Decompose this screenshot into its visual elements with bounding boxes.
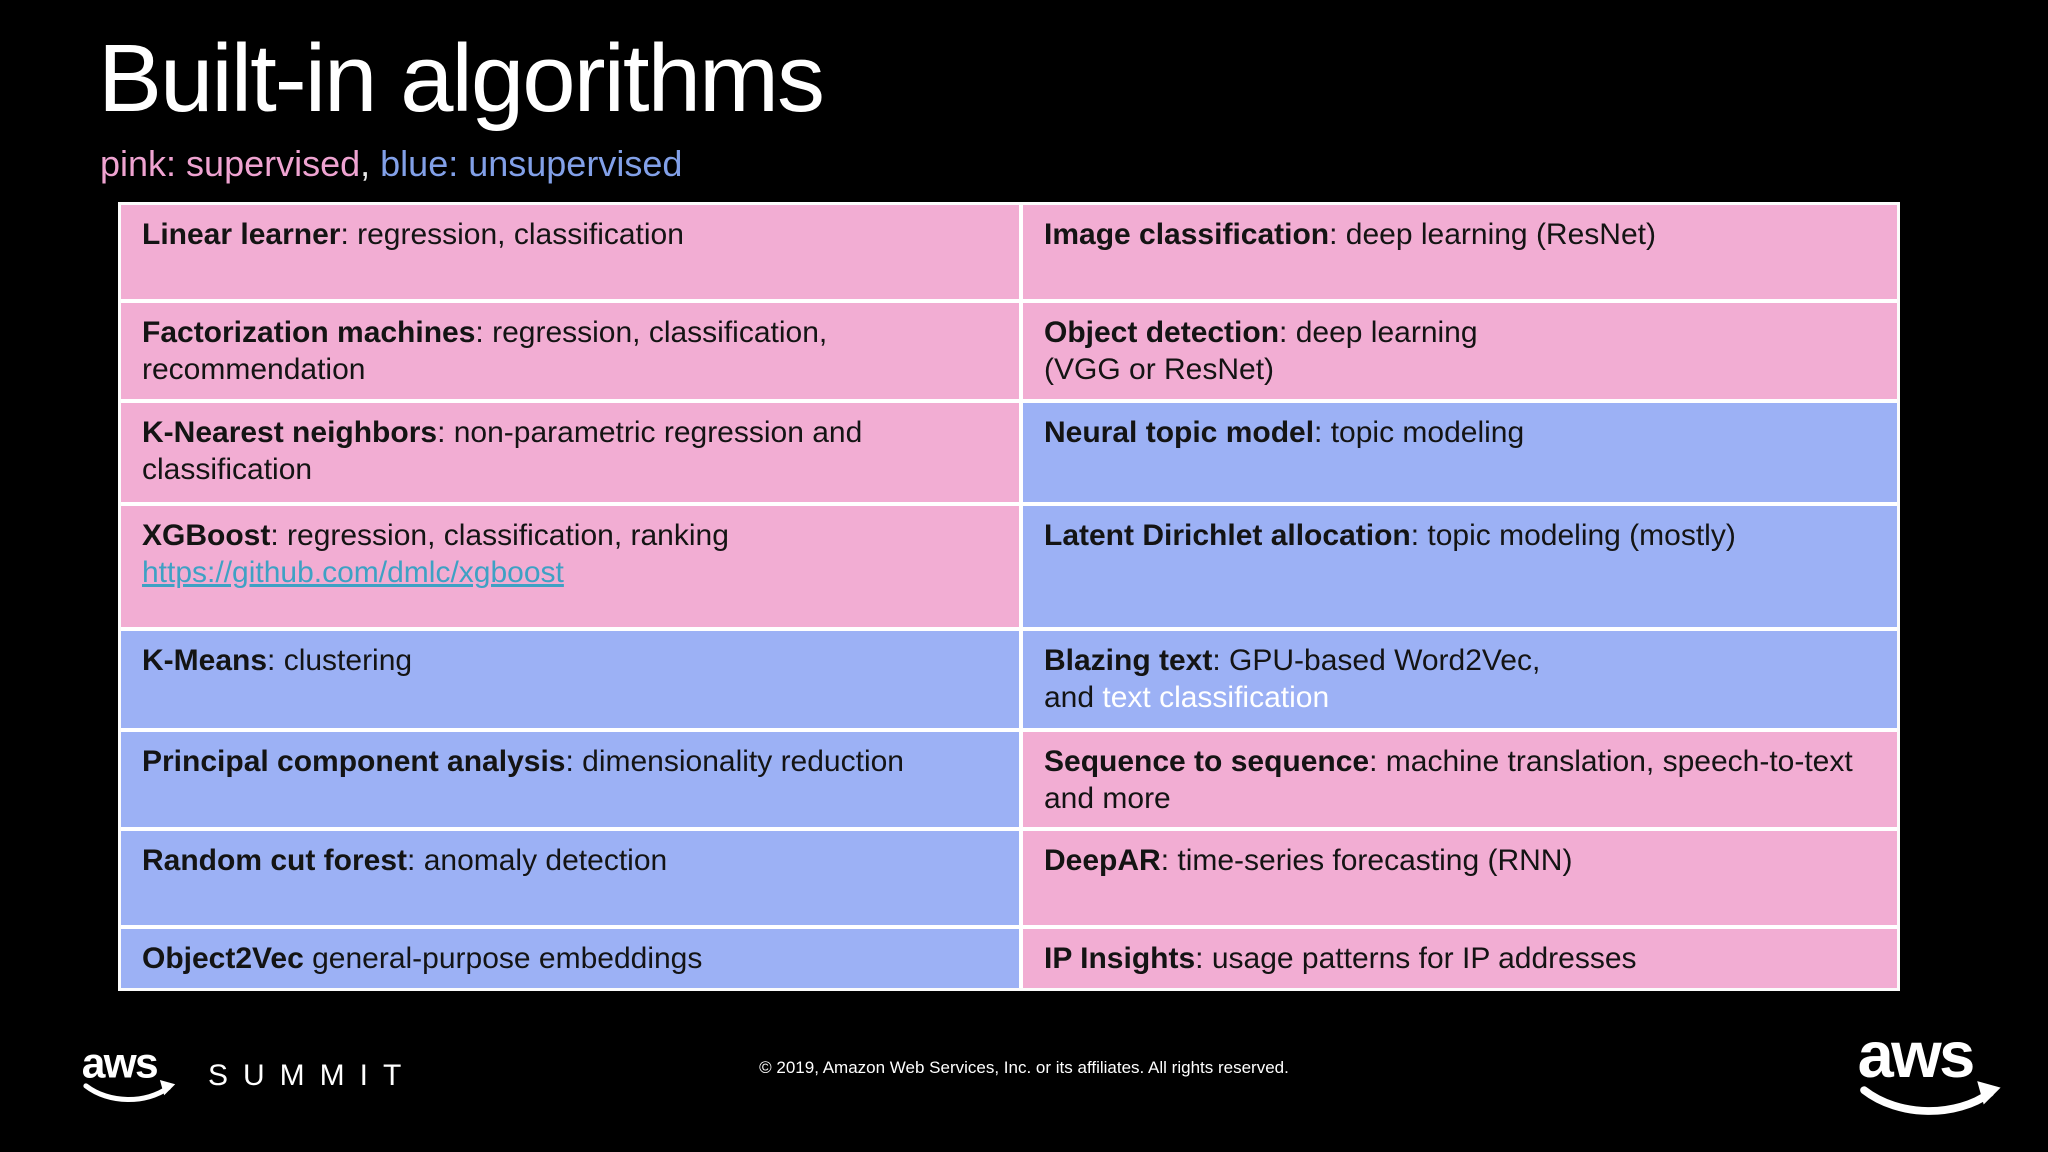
aws-logo: aws (1854, 1018, 2012, 1129)
cell-deepar: DeepAR: time-series forecasting (RNN) (1023, 831, 1897, 925)
cell-k-nearest-neighbors: K-Nearest neighbors: non-parametric regr… (121, 403, 1019, 502)
page-title: Built-in algorithms (98, 25, 825, 132)
copyright-text: © 2019, Amazon Web Services, Inc. or its… (759, 1058, 1289, 1077)
algo-name: Object detection (1044, 316, 1280, 349)
algo-desc-line2: and (1044, 681, 1103, 714)
algo-name: Neural topic model (1044, 416, 1315, 449)
algo-desc: : topic modeling (mostly) (1410, 519, 1736, 552)
legend-separator: , (360, 143, 381, 184)
legend-supervised: pink: supervised (100, 143, 361, 184)
algo-name: Factorization machines (142, 316, 476, 349)
algorithms-table: Linear learner: regression, classificati… (118, 202, 1900, 991)
algo-desc: : usage patterns for IP addresses (1195, 942, 1637, 975)
algo-name: Sequence to sequence (1044, 745, 1370, 778)
algo-desc-line2: and more (1044, 782, 1171, 815)
algo-desc: : anomaly detection (407, 844, 668, 877)
cell-linear-learner: Linear learner: regression, classificati… (121, 205, 1019, 299)
algo-name: Random cut forest (142, 844, 408, 877)
algo-name: K-Means (142, 644, 268, 677)
algo-name: Linear learner (142, 218, 341, 251)
algo-desc: : time-series forecasting (RNN) (1160, 844, 1573, 877)
algo-name: Latent Dirichlet allocation (1044, 519, 1411, 552)
aws-logo-icon: aws (1858, 1018, 2001, 1115)
cell-blazing-text: Blazing text: GPU-based Word2Vec, and te… (1023, 631, 1897, 728)
algo-name: Blazing text (1044, 644, 1213, 677)
cell-latent-dirichlet-allocation: Latent Dirichlet allocation: topic model… (1023, 506, 1897, 627)
cell-image-classification: Image classification: deep learning (Res… (1023, 205, 1897, 299)
algo-desc: : clustering (267, 644, 413, 677)
cell-neural-topic-model: Neural topic model: topic modeling (1023, 403, 1897, 502)
algo-desc: : deep learning (1279, 316, 1478, 349)
summit-label: SUMMIT (208, 1059, 417, 1092)
svg-text:aws: aws (1858, 1020, 1974, 1091)
algo-desc-line2: classification (142, 453, 313, 486)
cell-sequence-to-sequence: Sequence to sequence: machine translatio… (1023, 732, 1897, 827)
algo-name: K-Nearest neighbors (142, 416, 438, 449)
algo-desc: general-purpose embeddings (303, 942, 703, 975)
algo-desc: : topic modeling (1314, 416, 1525, 449)
aws-summit-logo: aws SUMMIT (80, 1038, 416, 1110)
cell-object-detection: Object detection: deep learning (VGG or … (1023, 303, 1897, 399)
algo-desc: : regression, classification, (475, 316, 828, 349)
cell-xgboost: XGBoost: regression, classification, ran… (121, 506, 1019, 627)
algo-desc-line2: recommendation (142, 353, 366, 386)
legend-unsupervised: blue: unsupervised (380, 143, 683, 184)
algo-desc: : non-parametric regression and (437, 416, 863, 449)
algo-desc: : dimensionality reduction (565, 745, 904, 778)
algo-name: Principal component analysis (142, 745, 566, 778)
xgboost-link[interactable]: https://github.com/dmlc/xgboost (142, 556, 564, 589)
algo-name: XGBoost (142, 519, 271, 552)
algo-desc-highlight: text classification (1102, 681, 1330, 714)
svg-text:aws: aws (82, 1040, 157, 1087)
cell-factorization-machines: Factorization machines: regression, clas… (121, 303, 1019, 399)
algo-name: IP Insights (1044, 942, 1196, 975)
cell-ip-insights: IP Insights: usage patterns for IP addre… (1023, 929, 1897, 988)
algo-name: DeepAR (1044, 844, 1161, 877)
algo-desc: : regression, classification, ranking (270, 519, 729, 552)
cell-principal-component-analysis: Principal component analysis: dimensiona… (121, 732, 1019, 827)
cell-random-cut-forest: Random cut forest: anomaly detection (121, 831, 1019, 925)
algo-desc: : GPU-based Word2Vec, (1212, 644, 1541, 677)
algo-desc: : regression, classification (340, 218, 684, 251)
algo-name: Image classification (1044, 218, 1330, 251)
algo-desc-line2: (VGG or ResNet) (1044, 353, 1275, 386)
legend: pink: supervised, blue: unsupervised (100, 142, 682, 185)
algo-desc: : deep learning (ResNet) (1329, 218, 1656, 251)
aws-logo-icon: aws (82, 1040, 176, 1103)
cell-k-means: K-Means: clustering (121, 631, 1019, 728)
algo-name: Object2Vec (142, 942, 304, 975)
cell-object2vec: Object2Vec general-purpose embeddings (121, 929, 1019, 988)
algo-desc: : machine translation, speech-to-text (1369, 745, 1853, 778)
